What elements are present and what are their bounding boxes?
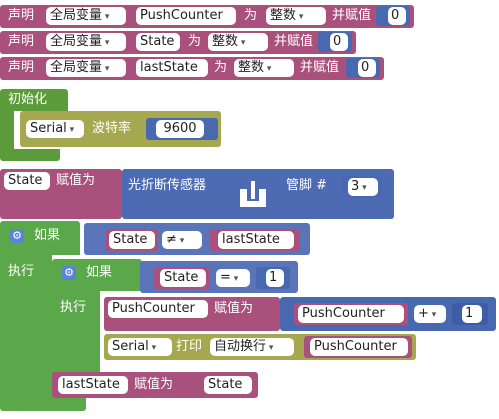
number-block[interactable]: 1	[256, 267, 290, 289]
photo-interrupter-block[interactable]: 光折断传感器 管脚 # 3	[122, 169, 394, 219]
if-label: 如果	[34, 228, 61, 243]
variable-field[interactable]: State	[109, 231, 155, 249]
state-assign-block[interactable]: State 赋值为	[0, 169, 122, 219]
number-field[interactable]: 0	[388, 7, 406, 25]
assign-label: 并赋值	[300, 60, 340, 75]
serial-begin-block[interactable]: Serial 波特率 9600	[20, 111, 221, 147]
declare-label: 声明	[8, 8, 35, 23]
setup-block[interactable]: 初始化 Serial 波特率 9600	[0, 89, 221, 161]
photo-interrupter-icon	[240, 181, 266, 207]
as-label: 为	[214, 60, 228, 75]
operator-dropdown[interactable]: +	[414, 305, 446, 323]
variable-name-field[interactable]: PushCounter	[108, 300, 208, 318]
type-dropdown[interactable]: 整数	[234, 59, 294, 77]
type-dropdown[interactable]: 整数	[266, 7, 326, 25]
declaration-block-state[interactable]: 声明 全局变量 State 为 整数 并赋值 0	[0, 31, 356, 54]
type-dropdown[interactable]: 整数	[208, 33, 268, 51]
as-label: 为	[244, 8, 258, 23]
if-arm	[0, 255, 52, 395]
if-block-outer[interactable]: ⚙ 如果 执行	[0, 221, 320, 411]
setup-arm	[0, 111, 14, 153]
print-label: 打印	[176, 339, 203, 354]
do-label: 执行	[60, 300, 87, 315]
var-block[interactable]: State	[106, 229, 158, 251]
compare-block-inner[interactable]: State = 1	[140, 261, 298, 293]
baud-field[interactable]: 9600	[156, 120, 204, 138]
variable-field[interactable]: PushCounter	[298, 305, 404, 323]
setup-label: 初始化	[8, 92, 48, 107]
counter-assign-block[interactable]: PushCounter 赋值为	[104, 297, 280, 331]
number-field[interactable]: 0	[358, 59, 376, 77]
scope-dropdown[interactable]: 全局变量	[46, 33, 126, 51]
variable-name-field[interactable]: State	[136, 33, 180, 51]
variable-name-field[interactable]: State	[4, 172, 50, 190]
setup-footer	[0, 149, 60, 161]
value-block[interactable]: 0	[318, 32, 352, 52]
print-mode-dropdown[interactable]: 自动换行	[210, 338, 294, 356]
variable-name-field[interactable]: PushCounter	[136, 7, 236, 25]
sensor-label: 光折断传感器	[128, 178, 207, 193]
gear-icon[interactable]: ⚙	[62, 266, 76, 280]
declaration-block-pushcounter[interactable]: 声明 全局变量 PushCounter 为 整数 并赋值 0	[0, 5, 414, 28]
assign-label: 并赋值	[274, 34, 314, 49]
variable-name-field[interactable]: lastState	[58, 376, 128, 394]
variable-name-field[interactable]: lastState	[136, 59, 208, 77]
pin-dropdown[interactable]: 3	[348, 178, 378, 196]
var-block[interactable]: PushCounter	[304, 336, 412, 358]
scope-dropdown[interactable]: 全局变量	[46, 7, 126, 25]
value-block[interactable]: 0	[376, 6, 410, 26]
variable-field[interactable]: State	[204, 376, 252, 394]
baud-label: 波特率	[92, 121, 132, 136]
add-block[interactable]: PushCounter + 1	[280, 297, 496, 331]
var-block[interactable]: PushCounter	[294, 303, 408, 325]
setup-header: 初始化	[0, 89, 68, 111]
declare-label: 声明	[8, 60, 35, 75]
gear-icon[interactable]: ⚙	[10, 229, 24, 243]
number-field[interactable]: 1	[266, 269, 284, 287]
serial-port-dropdown[interactable]: Serial	[26, 120, 84, 138]
var-block[interactable]: State	[154, 267, 210, 289]
do-label: 执行	[8, 264, 35, 279]
if-label: 如果	[86, 265, 113, 280]
var-block[interactable]: lastState	[210, 229, 300, 251]
operator-dropdown[interactable]: =	[216, 269, 250, 287]
declaration-block-laststate[interactable]: 声明 全局变量 lastState 为 整数 并赋值 0	[0, 57, 384, 80]
if-arm	[52, 291, 100, 383]
scope-dropdown[interactable]: 全局变量	[46, 59, 126, 77]
number-field[interactable]: 0	[330, 33, 348, 51]
as-label: 为	[188, 34, 202, 49]
assign-label: 并赋值	[332, 8, 372, 23]
value-block[interactable]: 0	[346, 58, 380, 78]
operator-dropdown[interactable]: ≠	[162, 231, 202, 249]
if-block-inner[interactable]: ⚙ 如果 执行	[52, 259, 152, 383]
pin-label: 管脚 #	[286, 178, 328, 193]
number-block[interactable]: 1	[452, 303, 488, 325]
compare-block-outer[interactable]: State ≠ lastState	[84, 223, 310, 255]
serial-port-dropdown[interactable]: Serial	[108, 338, 172, 356]
variable-field[interactable]: State	[160, 269, 206, 287]
variable-field[interactable]: lastState	[218, 231, 294, 249]
number-field[interactable]: 1	[462, 305, 482, 323]
pin-value-block[interactable]: 3	[342, 176, 382, 198]
baud-value-block[interactable]: 9600	[146, 118, 218, 140]
declare-label: 声明	[8, 34, 35, 49]
laststate-assign-block[interactable]: lastState 赋值为 State	[52, 372, 258, 398]
assign-label: 赋值为	[134, 377, 174, 392]
serial-print-block[interactable]: Serial 打印 自动换行 PushCounter	[104, 334, 416, 360]
assign-label: 赋值为	[56, 173, 96, 188]
assign-label: 赋值为	[214, 301, 254, 316]
variable-field[interactable]: PushCounter	[310, 338, 408, 356]
